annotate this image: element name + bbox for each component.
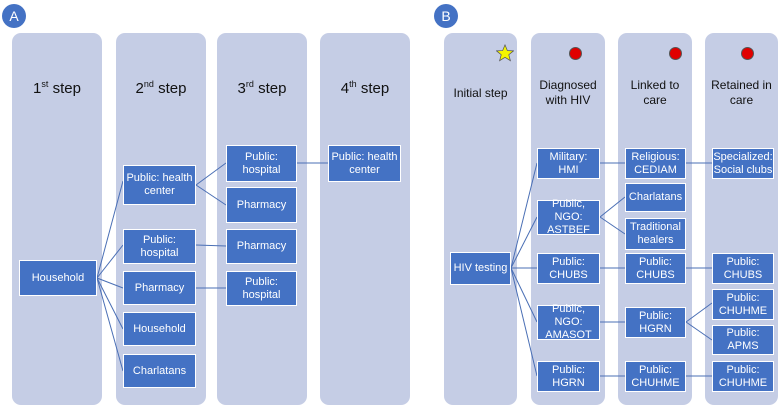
node-public-chubs-linked: Public: CHUBS [625, 253, 686, 284]
node-public-hospital-step3a: Public: hospital [226, 145, 297, 182]
node-public-health-center: Public: health center [123, 165, 196, 205]
node-religious-cediam: Religious: CEDIAM [625, 148, 686, 179]
panel-a-column-4: 4th step [320, 33, 410, 405]
column-linked-title: Linked to care [630, 78, 680, 107]
node-public-chubs-retained: Public: CHUBS [712, 253, 774, 284]
red-dot-icon [741, 47, 754, 60]
node-pharmacy-step3b: Pharmacy [226, 229, 297, 264]
column-2-title: 2nd step [135, 79, 187, 97]
red-dot-icon [669, 47, 682, 60]
node-public-ngo-astbef: Public, NGO: ASTBEF [537, 198, 600, 236]
column-diagnosed-title: Diagnosed with HIV [539, 78, 597, 107]
node-charlatans-linked: Charlatans [625, 183, 686, 212]
node-household-root: Household [19, 260, 97, 296]
column-initial-title: Initial step [453, 86, 508, 100]
node-charlatans-step2: Charlatans [123, 354, 196, 388]
node-military-hmi: Military: HMI [537, 148, 600, 179]
node-public-chuhme-linked: Public: CHUHME [625, 361, 686, 392]
node-public-chuhme-retained-1: Public: CHUHME [712, 289, 774, 320]
column-3-title: 3rd step [237, 79, 287, 97]
node-public-hgrn-diagnosed: Public: HGRN [537, 361, 600, 392]
node-public-apms: Public: APMS [712, 325, 774, 355]
node-public-hgrn-linked: Public: HGRN [625, 307, 686, 338]
node-household-step2: Household [123, 312, 196, 346]
node-traditional-healers: Traditional healers [625, 218, 686, 250]
red-dot-icon [569, 47, 582, 60]
node-public-chuhme-retained-2: Public: CHUHME [712, 361, 774, 392]
node-public-health-center-step4: Public: health center [328, 145, 401, 182]
node-public-ngo-amasot: Public, NGO: AMASOT [537, 303, 600, 341]
node-pharmacy-step2: Pharmacy [123, 271, 196, 305]
column-1-title: 1st step [33, 79, 81, 97]
node-hiv-testing: HIV testing [450, 252, 511, 285]
node-pharmacy-step3a: Pharmacy [226, 187, 297, 223]
panel-b-badge: B [434, 4, 458, 28]
column-4-title: 4th step [340, 79, 390, 97]
node-public-chubs-diagnosed: Public: CHUBS [537, 253, 600, 284]
node-specialized-social-clubs: Specialized: Social clubs [712, 148, 774, 179]
node-public-hospital-step3b: Public: hospital [226, 271, 297, 306]
panel-b-column-initial: Initial step [444, 33, 517, 405]
column-retained-title: Retained in care [711, 78, 772, 107]
node-public-hospital-step2: Public: hospital [123, 229, 196, 264]
panel-a-column-1: 1st step [12, 33, 102, 405]
star-icon [496, 44, 514, 62]
panel-a-badge: A [2, 4, 26, 28]
